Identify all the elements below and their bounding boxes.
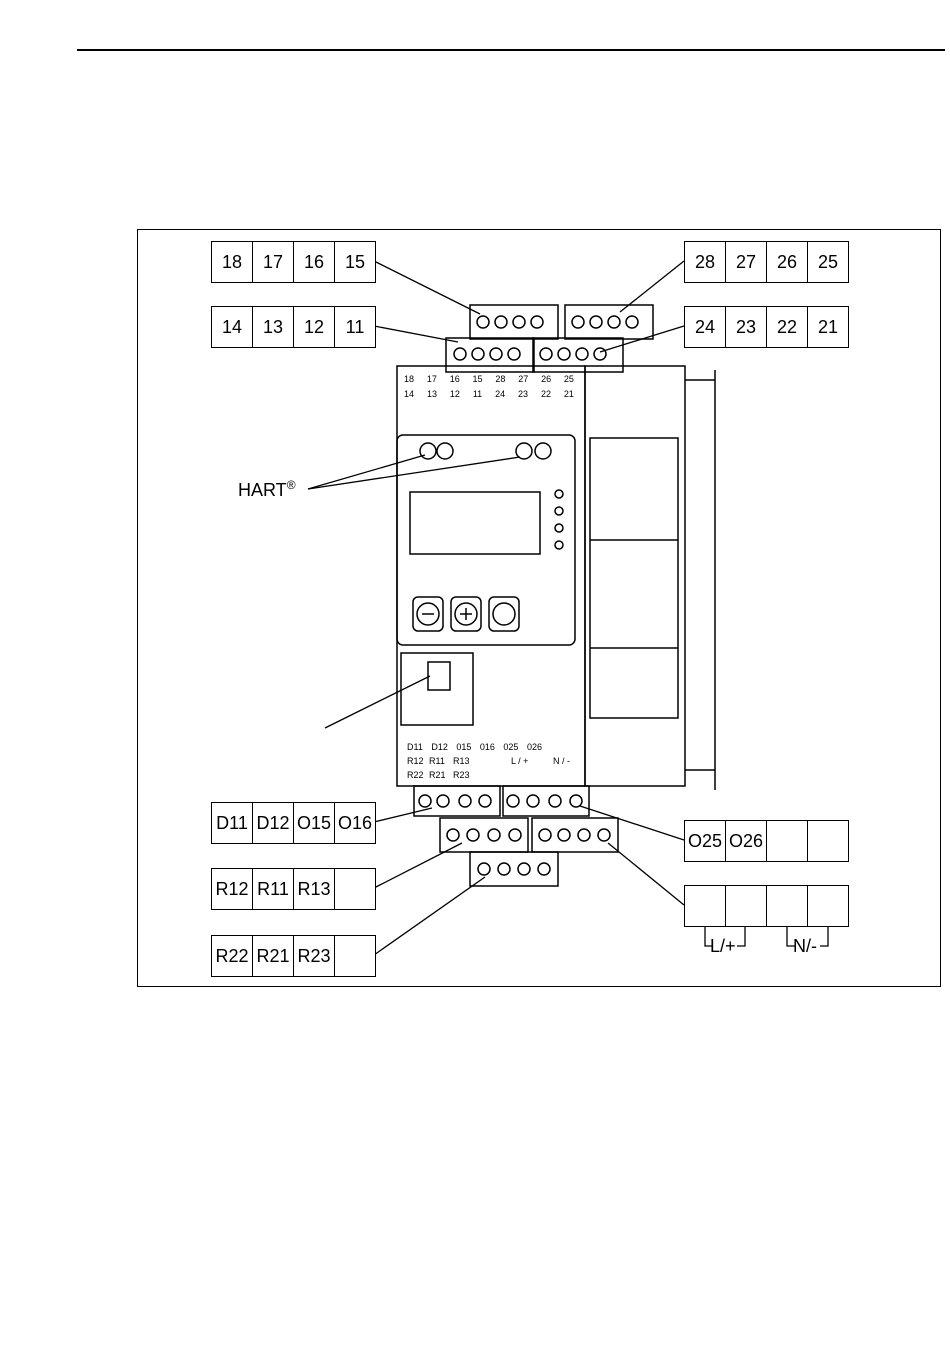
terminal-row-top-right-2: 24 23 22 21 <box>684 306 849 346</box>
dev-label: 15 <box>473 374 483 384</box>
terminal-cell: R22 <box>211 935 253 977</box>
terminal-cell <box>334 868 376 910</box>
terminal-cell: R12 <box>211 868 253 910</box>
l-plus-label: L/+ <box>710 936 736 957</box>
terminal-cell: R13 <box>293 868 335 910</box>
terminal-cell: 25 <box>807 241 849 283</box>
terminal-cell: D12 <box>252 802 294 844</box>
dev-label: 025 <box>503 742 518 752</box>
terminal-row-bottom-left-2: R12 R11 R13 <box>211 868 376 908</box>
side-label-panel <box>590 438 678 718</box>
terminal-cell: O25 <box>684 820 726 862</box>
dev-label: 26 <box>541 374 551 384</box>
terminal-cell: R23 <box>293 935 335 977</box>
terminal-cell: 28 <box>684 241 726 283</box>
terminal-cell: 16 <box>293 241 335 283</box>
dev-label: 27 <box>518 374 528 384</box>
dev-label: 24 <box>495 389 505 399</box>
terminal-cell <box>766 820 808 862</box>
device-bottom-labels-row1: D11 D12 015 016 025 026 <box>407 742 542 752</box>
bottom-terminal-block-5 <box>470 852 558 886</box>
hart-label: HART® <box>238 478 296 501</box>
terminal-cell: 11 <box>334 306 376 348</box>
dev-label: 026 <box>527 742 542 752</box>
dev-label: 016 <box>480 742 495 752</box>
terminal-cell <box>807 885 849 927</box>
terminal-cell <box>766 885 808 927</box>
hart-text: HART <box>238 480 287 500</box>
terminal-cell: 14 <box>211 306 253 348</box>
dev-label: D11 <box>407 742 423 752</box>
dev-label: R21 <box>429 770 446 780</box>
terminal-cell: 12 <box>293 306 335 348</box>
device-top-labels-row1: 18 17 16 15 28 27 26 25 <box>404 374 574 384</box>
terminal-row-top-right-1: 28 27 26 25 <box>684 241 849 281</box>
dev-label: 22 <box>541 389 551 399</box>
terminal-cell <box>334 935 376 977</box>
terminal-cell: D11 <box>211 802 253 844</box>
dev-label: R11 <box>429 756 445 766</box>
terminal-row-bottom-left-3: R22 R21 R23 <box>211 935 376 975</box>
dev-label: 17 <box>427 374 437 384</box>
dev-label: 28 <box>495 374 505 384</box>
terminal-cell: R21 <box>252 935 294 977</box>
terminal-cell: 18 <box>211 241 253 283</box>
terminal-row-bottom-left-1: D11 D12 O15 O16 <box>211 802 376 842</box>
terminal-cell: 15 <box>334 241 376 283</box>
terminal-cell: 13 <box>252 306 294 348</box>
dev-label: 13 <box>427 389 437 399</box>
terminal-row-top-left-1: 18 17 16 15 <box>211 241 376 281</box>
terminal-cell: 17 <box>252 241 294 283</box>
terminal-row-bottom-right-1: O25 O26 <box>684 820 849 860</box>
dev-label: 16 <box>450 374 460 384</box>
bottom-terminal-block-4 <box>532 818 618 852</box>
n-minus-label: N/- <box>793 936 817 957</box>
dev-label: 21 <box>564 389 574 399</box>
dev-label: 25 <box>564 374 574 384</box>
dev-label: 12 <box>450 389 460 399</box>
dev-label: 18 <box>404 374 414 384</box>
hart-registered-mark: ® <box>287 478 296 492</box>
top-screws-lower <box>454 348 606 360</box>
terminal-cell: 27 <box>725 241 767 283</box>
terminal-row-bottom-right-2 <box>684 885 849 925</box>
dev-label: 015 <box>456 742 471 752</box>
top-terminal-block-upper-right <box>565 305 653 339</box>
terminal-cell: O15 <box>293 802 335 844</box>
device-top-labels-row2: 14 13 12 11 24 23 22 21 <box>404 389 574 399</box>
top-terminal-block-upper-left <box>470 305 558 339</box>
dev-label: R13 <box>453 756 470 766</box>
terminal-cell: O16 <box>334 802 376 844</box>
terminal-cell: 21 <box>807 306 849 348</box>
dev-label: R12 <box>407 756 424 766</box>
terminal-cell: 23 <box>725 306 767 348</box>
top-terminal-block-lower-right <box>533 338 623 372</box>
dev-label: R22 <box>407 770 424 780</box>
dev-label: D12 <box>431 742 448 752</box>
terminal-cell: 26 <box>766 241 808 283</box>
housing-left <box>397 366 585 786</box>
terminal-row-top-left-2: 14 13 12 11 <box>211 306 376 346</box>
terminal-cell <box>684 885 726 927</box>
terminal-cell: O26 <box>725 820 767 862</box>
terminal-cell <box>807 820 849 862</box>
dev-label: N / - <box>553 756 570 766</box>
terminal-cell: R11 <box>252 868 294 910</box>
dev-label: 11 <box>473 389 482 399</box>
terminal-cell: 22 <box>766 306 808 348</box>
terminal-cell <box>725 885 767 927</box>
dev-label: 23 <box>518 389 528 399</box>
terminal-cell: 24 <box>684 306 726 348</box>
bottom-terminal-block-2 <box>503 786 589 816</box>
dev-label: 14 <box>404 389 414 399</box>
interface-connector <box>401 653 473 725</box>
dev-label: L / + <box>511 756 528 766</box>
dev-label: R23 <box>453 770 470 780</box>
display-window <box>410 492 540 554</box>
housing-right <box>585 366 685 786</box>
bottom-terminal-block-1 <box>414 786 500 816</box>
